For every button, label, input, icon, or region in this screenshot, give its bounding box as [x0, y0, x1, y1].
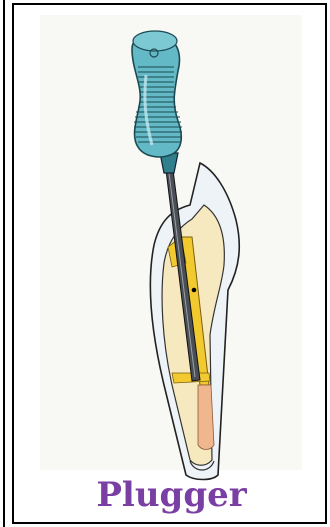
- figure-panel: Plugger: [12, 3, 327, 524]
- plugger-illustration: [14, 5, 329, 526]
- figure-caption: Plugger: [14, 475, 329, 515]
- page-left-border: [3, 0, 5, 527]
